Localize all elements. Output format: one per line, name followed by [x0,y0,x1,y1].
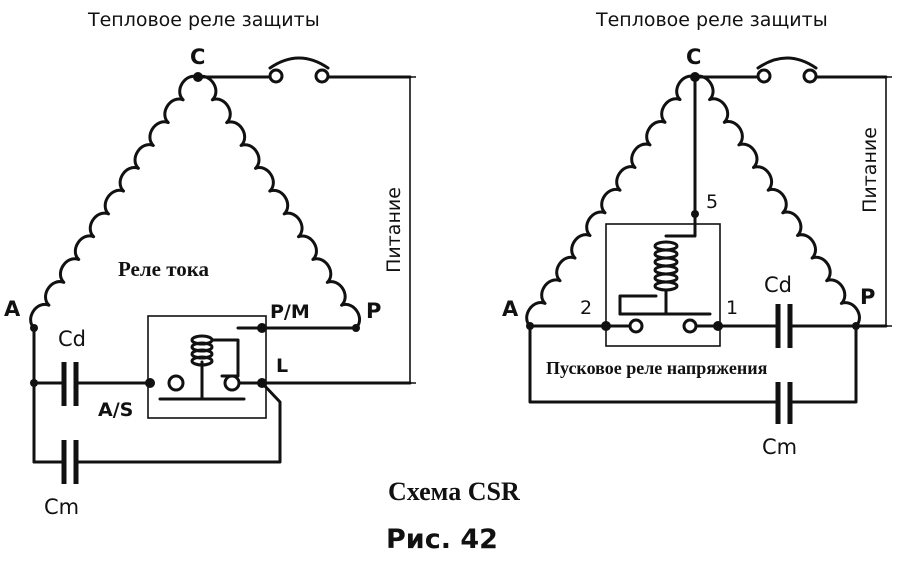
right-pin-2: 2 [580,297,592,319]
right-voltage-relay-label: Пусковое реле напряжения [546,358,768,378]
left-current-relay-label: Реле тока [118,257,210,281]
scheme-caption: Схема CSR [388,477,520,506]
right-pin-1: 1 [726,297,738,319]
right-thermal-relay-label: Тепловое реле защиты [595,9,828,31]
figure-caption: Рис. 42 [386,524,498,555]
right-terminal-c: C [686,45,701,69]
left-pm-label: P/M [270,301,310,323]
right-winding-c-a [525,74,697,328]
left-terminal-c: C [190,45,205,69]
right-relay-coil [653,240,679,292]
right-cm-label: Cm [762,435,797,459]
right-terminal-p: P [860,285,875,309]
left-terminal-p: P [366,299,381,323]
left-current-relay-box [147,315,267,419]
right-thermal-relay-symbol [756,56,818,84]
left-cm-wire [76,381,282,464]
right-terminal-a: A [502,297,519,321]
left-as-label: A/S [98,399,133,421]
right-cm-wire-right [790,324,858,404]
left-winding-c-a [29,74,200,330]
left-cd-label: Cd [58,327,86,351]
left-thermal-relay-label: Тепловое реле защиты [87,9,320,31]
right-pin-5: 5 [706,191,718,213]
right-supply-label: Питание [859,127,881,213]
left-relay-coil-wire [210,338,240,378]
right-winding-c-p [693,74,861,328]
left-supply-label: Питание [383,187,405,273]
left-cm-label: Cm [44,495,79,519]
right-diagram: Тепловое реле защиты C A P 5 [502,9,892,459]
right-cd-label: Cd [764,273,792,297]
right-cm-wire-left [528,324,778,404]
left-diagram: Тепловое реле защиты C A P Cd A/S [4,9,416,519]
left-thermal-relay-symbol [268,56,330,84]
left-terminal-a: A [4,297,21,321]
left-winding-c-p [196,74,362,330]
left-l-label: L [276,355,288,377]
right-voltage-relay-box [605,223,721,347]
